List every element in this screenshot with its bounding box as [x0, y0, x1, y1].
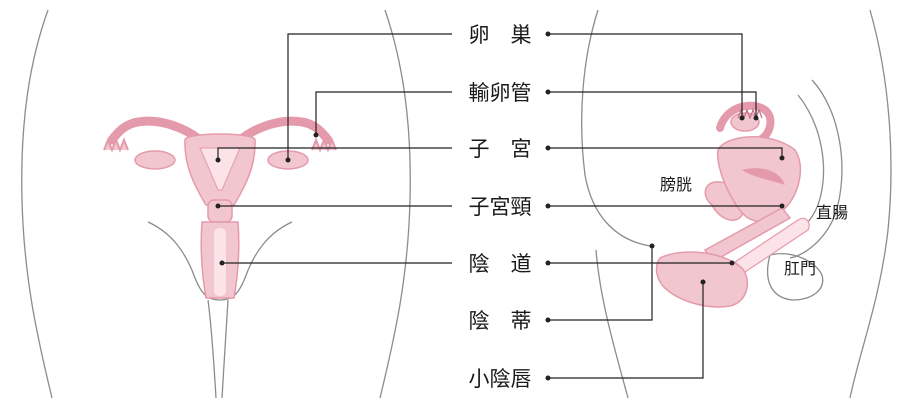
leader-dot — [219, 260, 225, 266]
leader-dot — [545, 203, 551, 209]
buttock-outline — [766, 253, 824, 301]
leader-frenulum — [548, 246, 653, 321]
label-cervix: 子宮頸 — [469, 195, 532, 219]
cervix-front — [207, 199, 233, 223]
front-view — [21, 9, 411, 399]
leader-dot — [545, 31, 551, 37]
body-outline-right — [379, 9, 411, 399]
leader-lines — [215, 31, 785, 381]
vulva-side — [655, 251, 749, 308]
leader-uterus-left — [217, 147, 452, 160]
rectum-side — [734, 217, 810, 273]
leader-dot — [700, 279, 706, 285]
label-frenulum: 陰 蒂 — [469, 309, 532, 333]
leader-dot — [545, 317, 551, 323]
leader-tube-left — [315, 91, 452, 135]
pelvic-floor — [147, 221, 293, 301]
leader-ovary-left — [287, 33, 452, 160]
center-labels: 卵 巣 輸卵管 子 宮 子宮頸 陰 道 陰 蒂 小陰唇 — [469, 23, 532, 391]
side-view — [581, 9, 892, 399]
leader-dot — [753, 115, 759, 121]
leader-dot — [313, 132, 319, 138]
leader-ovary-right — [548, 33, 743, 118]
label-uterus: 子 宮 — [469, 137, 532, 161]
leader-uterus-right — [548, 147, 783, 158]
label-vagina: 陰 道 — [469, 252, 532, 276]
label-labia-minora: 小陰唇 — [469, 367, 532, 391]
ovary-left — [134, 150, 176, 170]
leader-tube-right — [548, 91, 757, 118]
leader-labia-minora — [548, 282, 704, 379]
fallopian-tube-right — [235, 116, 333, 145]
fimbriae-left — [103, 137, 129, 153]
thigh-inner-line-2 — [221, 299, 229, 399]
side-body-front — [581, 9, 651, 247]
thigh-inner-line — [207, 299, 217, 399]
leader-dot — [649, 243, 655, 249]
leader-dot — [739, 115, 745, 121]
leader-dot — [545, 145, 551, 151]
leader-dot — [779, 203, 785, 209]
leader-dot — [729, 260, 735, 266]
side-thigh-line — [595, 249, 629, 399]
label-fallopian-tube: 輸卵管 — [469, 81, 532, 105]
body-outline-left — [21, 9, 53, 399]
label-anus: 肛門 — [784, 259, 816, 278]
leader-dot — [215, 203, 221, 209]
leader-dot — [285, 157, 291, 163]
uterine-cavity-side — [742, 168, 785, 185]
leader-dot — [545, 375, 551, 381]
side-labels: 膀胱 直腸 肛門 — [660, 175, 848, 278]
leader-dot — [545, 260, 551, 266]
label-rectum: 直腸 — [816, 203, 848, 222]
label-bladder: 膀胱 — [660, 175, 692, 194]
sacrum-curve — [789, 79, 843, 259]
fallopian-tube-left — [107, 116, 205, 145]
side-body-back — [849, 9, 892, 399]
side-fallopian-tube — [716, 101, 775, 144]
leader-dot — [545, 89, 551, 95]
label-ovary: 卵 巣 — [469, 23, 532, 47]
leader-dot — [215, 157, 221, 163]
leader-dot — [779, 155, 785, 161]
